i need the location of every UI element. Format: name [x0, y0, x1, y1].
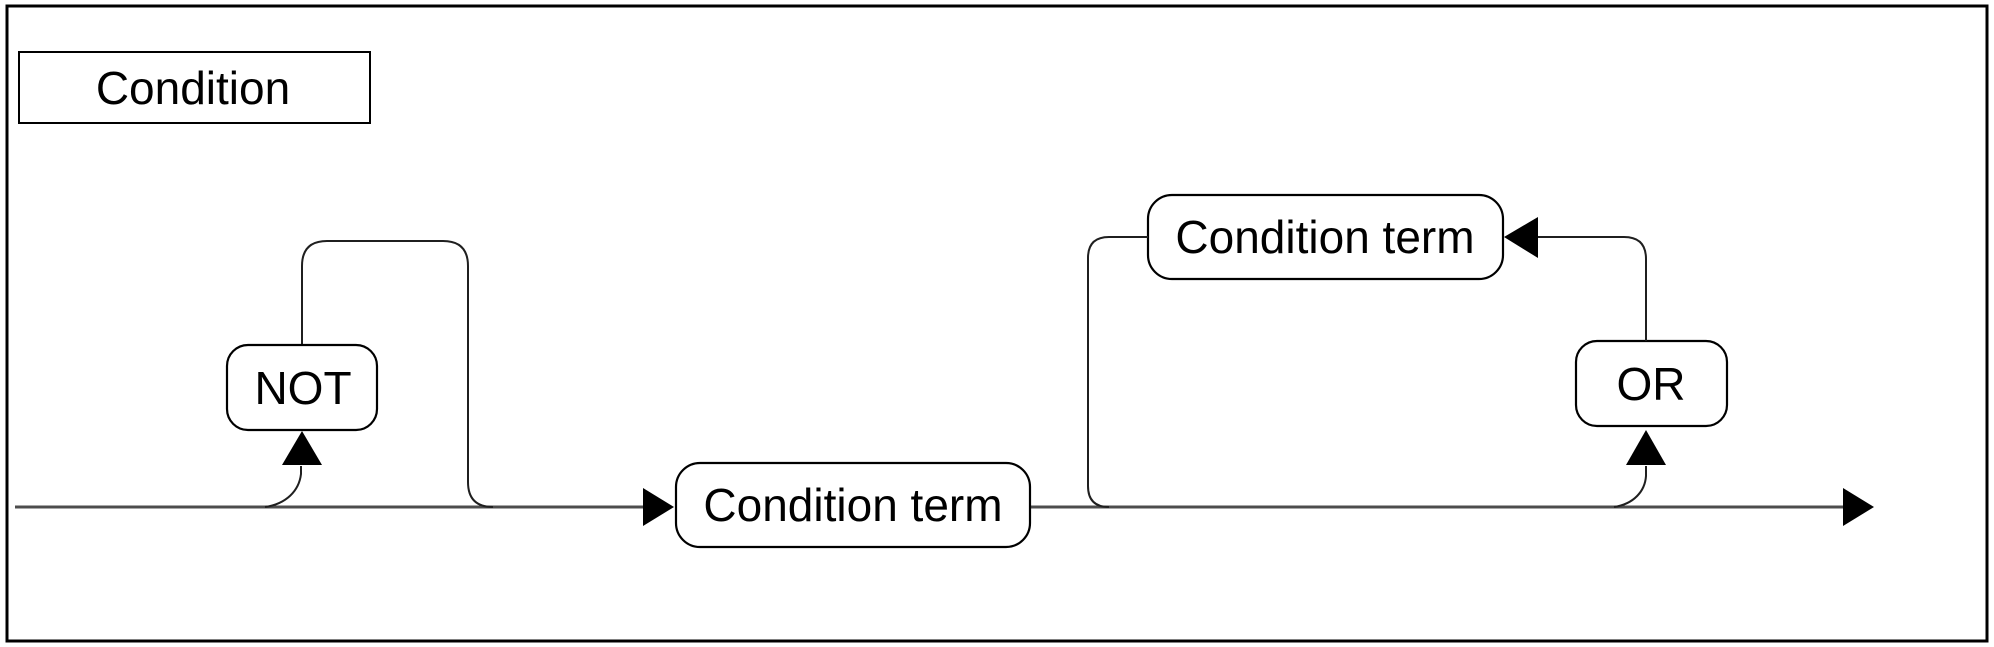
- title-box: Condition: [18, 51, 371, 124]
- arrowhead-left-repeat-icon: [1504, 217, 1538, 258]
- not-entry-curve: [264, 466, 302, 508]
- node-or-label: OR: [1617, 358, 1686, 410]
- title-box-rect: [18, 51, 371, 124]
- node-or-rect: [1574, 339, 1729, 428]
- arrowhead-right-exit-icon: [1843, 488, 1874, 526]
- arrowhead-right-entry-icon: [643, 488, 674, 526]
- arrowhead-up-or-icon: [1626, 430, 1666, 465]
- not-branch: NOT: [225, 240, 494, 508]
- repeat-condition-term-label: Condition term: [1175, 211, 1474, 263]
- condition-term-rect: [674, 461, 1032, 549]
- condition-term-node: Condition term: [643, 461, 1032, 549]
- or-to-repeat-term-line: [1538, 236, 1647, 341]
- diagram-border: [5, 4, 1989, 643]
- or-repeat-loop: OR Condition term: [1087, 193, 1729, 508]
- node-not-rect: [225, 343, 379, 432]
- diagram-title: Condition: [96, 62, 290, 114]
- repeat-term-return-line: [1087, 236, 1148, 508]
- or-entry-curve: [1613, 466, 1647, 508]
- node-not-label: NOT: [254, 362, 351, 414]
- arrowhead-up-not-icon: [282, 431, 322, 465]
- condition-term-label: Condition term: [703, 479, 1002, 531]
- not-skip-loop: [301, 240, 494, 508]
